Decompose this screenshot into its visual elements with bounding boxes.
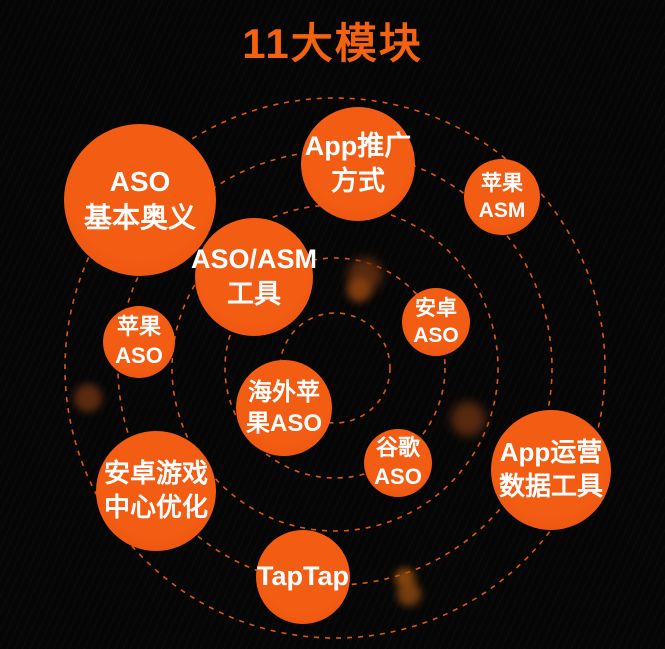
blur-dot xyxy=(397,582,421,606)
module-label: ASO xyxy=(115,343,163,368)
module-label: 果ASO xyxy=(245,410,322,437)
module-bubble-taptap: TapTap xyxy=(256,530,350,624)
module-label: 苹果 xyxy=(481,171,523,195)
page-title: 11大模块 xyxy=(242,20,423,67)
module-bubble-apple-asm: 苹果 ASM xyxy=(464,159,540,235)
module-label: 中心优化 xyxy=(103,492,208,522)
module-label: 数据工具 xyxy=(498,471,603,501)
module-label: ASO xyxy=(374,464,422,489)
module-label: 工具 xyxy=(227,279,281,309)
module-label: App推广 xyxy=(304,130,412,161)
module-bubble-app-ops-data-tools: App运营 数据工具 xyxy=(491,410,611,530)
module-bubble-overseas-apple-aso: 海外苹 果ASO xyxy=(236,360,332,456)
module-label: 海外苹 xyxy=(248,378,320,406)
module-label: ASM xyxy=(478,199,526,222)
module-label: 安卓游戏 xyxy=(103,458,208,489)
module-bubble-google-aso: 谷歌 ASO xyxy=(364,429,432,497)
module-label: 谷歌 xyxy=(375,435,420,461)
module-bubble-android-game-center: 安卓游戏 中心优化 xyxy=(96,431,216,551)
module-label: 方式 xyxy=(331,166,385,196)
blur-dot xyxy=(451,402,485,436)
module-bubble-aso-basics: ASO 基本奥义 xyxy=(64,124,216,276)
module-label: TapTap xyxy=(257,561,349,592)
module-label: 苹果 xyxy=(116,314,161,340)
module-bubble-apple-aso: 苹果 ASO xyxy=(103,306,175,378)
module-label: 基本奥义 xyxy=(83,202,196,233)
module-label: ASO/ASM xyxy=(191,243,318,274)
module-label: 安卓 xyxy=(415,296,457,320)
module-bubble-android-aso: 安卓 ASO xyxy=(402,288,470,356)
module-bubble-app-promotion: App推广 方式 xyxy=(301,107,415,221)
module-label: App运营 xyxy=(499,437,603,468)
blur-dot xyxy=(74,384,102,412)
blur-dot xyxy=(347,278,371,302)
module-bubble-aso-asm-tools: ASO/ASM 工具 xyxy=(191,218,317,336)
module-label: ASO xyxy=(109,165,171,197)
module-label: ASO xyxy=(413,324,459,347)
